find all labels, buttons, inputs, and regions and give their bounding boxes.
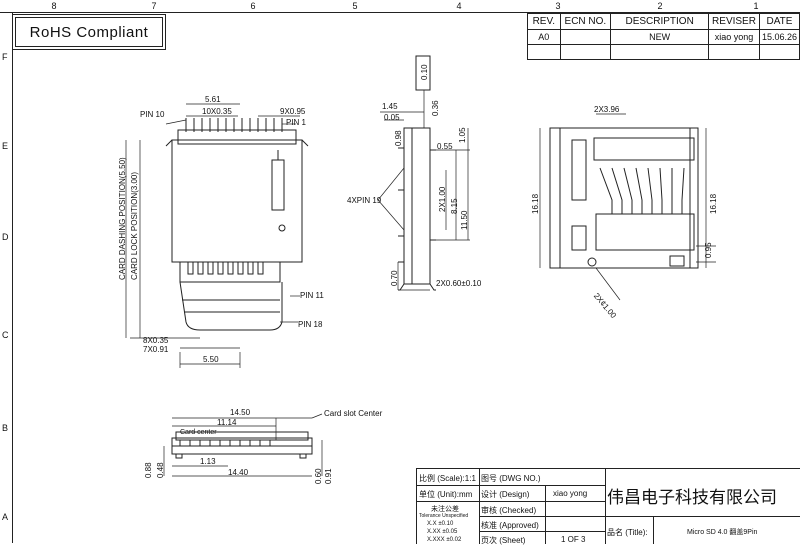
title-block-tolerance-1: X.X ±0.10 xyxy=(427,521,454,527)
title-block-unit: 单位 (Unit):mm xyxy=(419,490,473,499)
title-block-sheet-label: 页次 (Sheet) xyxy=(481,536,526,545)
zone-row-D: D xyxy=(2,232,9,242)
title-block-title-label: 品名 (Title): xyxy=(607,528,648,537)
top-view-connector xyxy=(165,129,309,331)
label-pin-10: PIN 10 xyxy=(140,110,165,119)
dim-0-91: 0.91 xyxy=(324,468,333,484)
dim-1-45: 1.45 xyxy=(382,102,398,111)
dim-14-50: 14.50 xyxy=(230,408,251,417)
label-pin-1: PIN 1 xyxy=(286,118,307,127)
pcb-view-dimensions xyxy=(539,113,716,301)
dim-5-50: 5.50 xyxy=(203,355,219,364)
dim-2x1-00: 2X1.00 xyxy=(438,186,447,212)
pcb-view-footprint xyxy=(549,127,699,269)
revision-table: REV. ECN NO. DESCRIPTION REVISER DATE A0… xyxy=(527,13,800,60)
side-view-connector xyxy=(398,55,436,291)
dim-0-36: 0.36 xyxy=(431,100,440,116)
dim-flatness-0-10: 0.10 xyxy=(420,64,429,80)
label-4xpin-19: 4XPIN 19 xyxy=(347,196,382,205)
title-block-tolerance-title: 未注公差 xyxy=(431,506,459,513)
label-card-lock-position: CARD LOCK POSITION(3.00) xyxy=(130,171,139,280)
zone-col-2: 2 xyxy=(657,1,663,11)
dim-2x3-96: 2X3.96 xyxy=(594,105,620,114)
title-block-tolerance-sub: Tolerance Unspecified xyxy=(419,513,469,519)
dim-7x0-91: 7X0.91 xyxy=(143,345,169,354)
title-block-title: Micro SD 4.0 翻盖9Pin xyxy=(687,529,758,536)
dim-0-48: 0.48 xyxy=(156,462,165,478)
label-card-slot-center: Card slot Center xyxy=(324,409,383,418)
dim-0-98: 0.98 xyxy=(394,130,403,146)
frame-top-border xyxy=(0,12,800,13)
dim-11-14: 11.14 xyxy=(217,418,237,427)
side-view-dimensions xyxy=(377,90,470,291)
label-pin-11: PIN 11 xyxy=(300,291,324,300)
title-block-approved-label: 核准 (Approved) xyxy=(481,521,539,530)
zone-col-3: 3 xyxy=(555,1,561,11)
dim-16-18-right: 16.18 xyxy=(709,193,718,214)
zone-row-E: E xyxy=(2,141,9,151)
dim-8-15: 8.15 xyxy=(450,198,459,214)
label-pin-18: PIN 18 xyxy=(298,320,323,329)
bottom-view-dimensions xyxy=(163,413,323,477)
title-block-checked-label: 审核 (Checked) xyxy=(481,506,537,515)
title-block-tolerance-3: X.XXX ±0.02 xyxy=(427,537,462,543)
top-view-top-pins xyxy=(185,118,283,132)
dim-2x0-60: 2X0.60±0.10 xyxy=(436,279,482,288)
bottom-view-connector xyxy=(171,431,313,459)
label-card-dashing-position: CARD DASHING POSITION(5.50) xyxy=(118,157,127,280)
zone-row-C: C xyxy=(2,330,9,340)
zone-row-B: B xyxy=(2,423,9,433)
zone-col-8: 8 xyxy=(51,1,57,11)
title-block: 比例 (Scale):1:1 图号 (DWG NO.) 单位 (Unit):mm… xyxy=(416,468,800,545)
dim-0-55: 0.55 xyxy=(437,142,453,151)
zone-row-F: F xyxy=(2,52,8,62)
dim-5-61: 5.61 xyxy=(205,95,221,104)
zone-col-6: 6 xyxy=(250,1,256,11)
title-block-scale: 比例 (Scale):1:1 xyxy=(419,474,476,483)
zone-col-4: 4 xyxy=(456,1,462,11)
rohs-badge: RoHS Compliant xyxy=(15,17,163,47)
label-card-center: Card center xyxy=(180,429,217,436)
zone-col-7: 7 xyxy=(151,1,157,11)
dim-16-18-left: 16.18 xyxy=(531,193,540,214)
frame-left-border xyxy=(12,12,13,543)
dim-10x0-35: 10X0.35 xyxy=(202,107,232,116)
dim-1-13: 1.13 xyxy=(200,457,216,466)
dim-0-88: 0.88 xyxy=(144,462,153,478)
dim-0-70: 0.70 xyxy=(390,270,399,286)
title-block-sheet: 1 OF 3 xyxy=(561,535,586,544)
title-block-company: 伟昌电子科技有限公司 xyxy=(607,488,777,507)
title-block-dwg-no-label: 图号 (DWG NO.) xyxy=(481,474,541,483)
top-view-bottom-pins xyxy=(187,261,264,275)
dim-14-40: 14.40 xyxy=(228,468,249,477)
dim-8x0-35: 8X0.35 xyxy=(143,336,169,345)
top-view-dimensions xyxy=(125,103,300,368)
dim-9x0-95: 9X0.95 xyxy=(280,107,306,116)
dim-0-60: 0.60 xyxy=(314,468,323,484)
title-block-designer: xiao yong xyxy=(553,489,588,498)
dim-1-05: 1.05 xyxy=(458,127,467,143)
title-block-design-label: 设计 (Design) xyxy=(481,490,530,499)
title-block-tolerance-2: X.XX ±0.05 xyxy=(427,529,458,535)
zone-col-1: 1 xyxy=(753,1,759,11)
dim-0-95: 0.95 xyxy=(704,242,713,258)
dim-0-05: 0.05 xyxy=(384,113,400,122)
zone-row-A: A xyxy=(2,512,9,522)
zone-col-5: 5 xyxy=(352,1,358,11)
dim-11-50: 11.50 xyxy=(460,210,469,230)
